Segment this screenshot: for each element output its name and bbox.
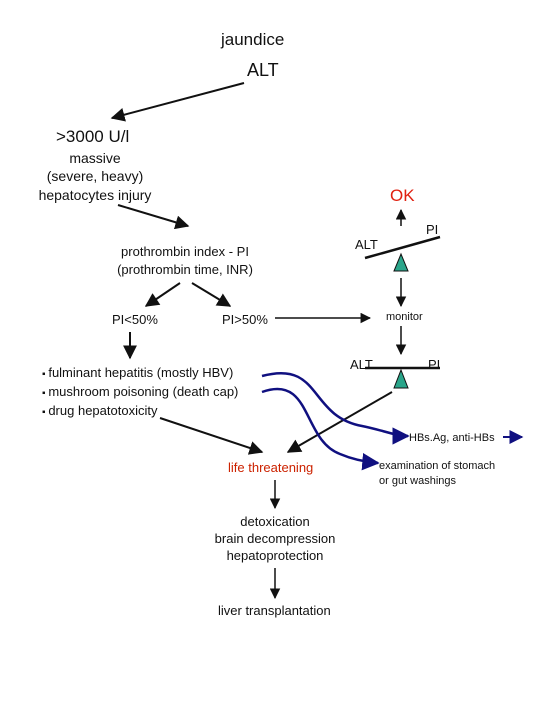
scale2-alt: ALT: [350, 357, 373, 372]
scale1-alt: ALT: [355, 237, 378, 252]
arrow-to-pi-high: [191, 282, 232, 307]
injury-line-1: massive: [69, 150, 121, 166]
injury-line-3: hepatocytes injury: [38, 187, 152, 203]
pi-low-label: PI<50%: [112, 312, 158, 327]
scale1-fulcrum: [393, 252, 409, 272]
cause-item: drug hepatotoxicity: [42, 402, 238, 421]
cause-item: fulminant hepatitis (mostly HBV): [42, 364, 238, 383]
cause-item: mushroom poisoning (death cap): [42, 383, 238, 402]
monitor-label: monitor: [386, 311, 423, 323]
treatment-line-2: brain decompression: [214, 531, 336, 546]
transplant-label: liver transplantation: [218, 603, 331, 618]
scale2-pi: PI: [428, 357, 441, 372]
title-jaundice: jaundice: [221, 30, 285, 49]
alt-top-label: ALT: [247, 60, 279, 80]
arrow-injury-to-prothrombin: [117, 204, 190, 230]
scale1-beam: [364, 235, 441, 260]
arrow-scale2-to-life: [286, 391, 393, 453]
scale2-fulcrum: [393, 368, 409, 389]
curve-to-stomach: [261, 387, 380, 471]
causes-list: fulminant hepatitis (mostly HBV) mushroo…: [42, 364, 238, 421]
hbs-label: HBs.Ag, anti-HBs: [409, 432, 495, 444]
treatment-line-3: hepatoprotection: [226, 548, 324, 563]
treatment-line-1: detoxication: [240, 514, 310, 529]
arrow-causes-to-life: [159, 417, 264, 455]
stomach-line-2: or gut washings: [379, 475, 457, 487]
injury-line-2: (severe, heavy): [46, 168, 144, 184]
life-threatening-label: life threatening: [228, 460, 314, 475]
curve-to-hbs: [261, 371, 410, 445]
prothrombin-line-1: prothrombin index - PI: [121, 244, 249, 259]
ok-label: OK: [390, 186, 415, 205]
stomach-line-1: examination of stomach: [379, 460, 496, 472]
high-alt-label: >3000 U/l: [56, 127, 130, 146]
scale1-pi: PI: [426, 222, 439, 237]
arrow-alt-to-high: [110, 82, 245, 122]
arrow-to-pi-low: [144, 282, 181, 307]
pi-high-label: PI>50%: [222, 312, 268, 327]
prothrombin-line-2: (prothrombin time, INR): [117, 262, 253, 277]
